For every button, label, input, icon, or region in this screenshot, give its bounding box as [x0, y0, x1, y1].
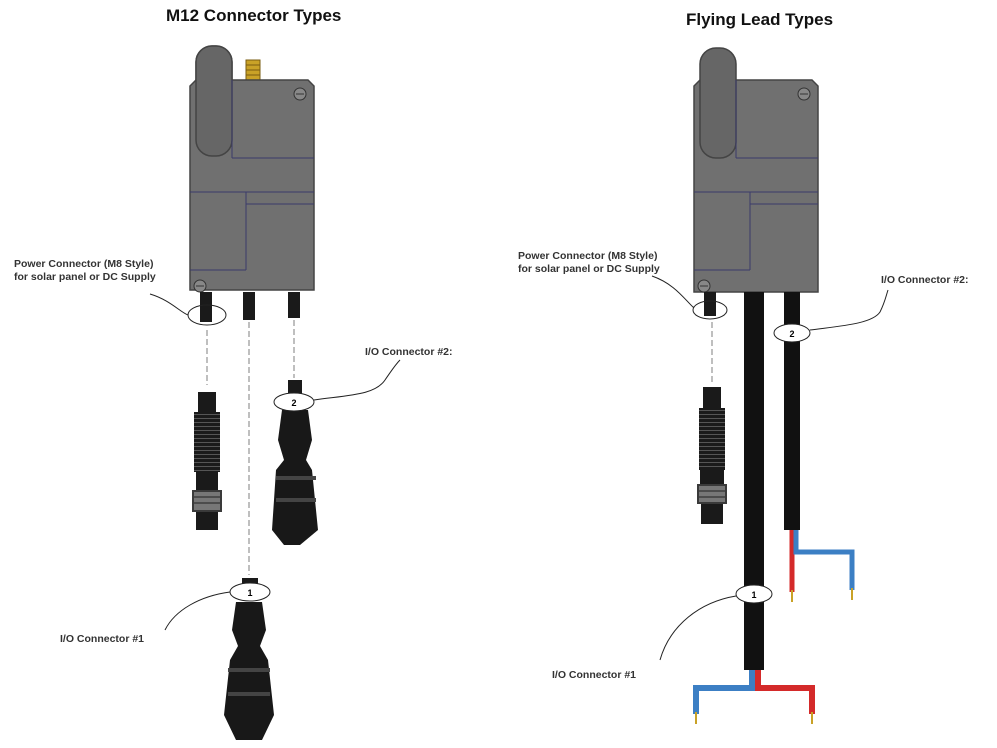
- left-power-label-line1: Power Connector (M8 Style): [14, 258, 154, 270]
- left-io1-number: 1: [247, 588, 252, 598]
- left-io2-number: 2: [291, 398, 296, 408]
- left-bottom-ports: [200, 292, 300, 322]
- right-io2-wire-tips: [791, 588, 853, 602]
- right-power-label-line1: Power Connector (M8 Style): [518, 250, 658, 262]
- right-m8-power-connector: [697, 387, 727, 524]
- right-power-label-line2: for solar panel or DC Supply: [518, 263, 660, 275]
- left-io1-label: I/O Connector #1: [60, 633, 145, 645]
- right-power-label: Power Connector (M8 Style) for solar pan…: [518, 250, 660, 276]
- left-guide-lines: [206, 320, 295, 575]
- right-device-housing: [693, 47, 819, 293]
- left-m8-power-connector: [192, 392, 222, 530]
- right-io2-number: 2: [789, 329, 794, 339]
- right-leader-lines: [651, 275, 889, 661]
- right-io1-label: I/O Connector #1: [552, 669, 637, 681]
- right-power-port: [704, 292, 716, 316]
- left-power-label: Power Connector (M8 Style) for solar pan…: [14, 258, 156, 284]
- right-title: Flying Lead Types: [686, 10, 834, 29]
- left-m12-io2-connector: [272, 380, 318, 545]
- right-io1-number: 1: [751, 590, 756, 600]
- left-io2-label: I/O Connector #2:: [365, 346, 453, 358]
- left-m12-io1-connector: [224, 578, 274, 740]
- right-io2-cable: [784, 292, 800, 530]
- left-leader-lines: [149, 293, 401, 631]
- left-device-housing: [189, 45, 315, 293]
- left-title: M12 Connector Types: [166, 6, 342, 25]
- left-power-label-line2: for solar panel or DC Supply: [14, 271, 156, 283]
- right-io2-label: I/O Connector #2:: [881, 274, 969, 286]
- right-io1-cable: [744, 292, 764, 670]
- right-io1-wires: [693, 670, 815, 714]
- right-io1-wire-tips: [695, 712, 813, 724]
- right-io2-wires: [789, 530, 855, 592]
